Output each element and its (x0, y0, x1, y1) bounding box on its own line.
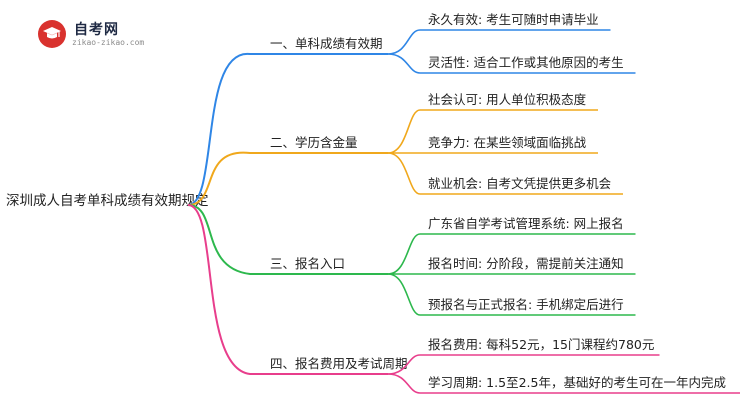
root-node-label: 深圳成人自考单科成绩有效期规定 (6, 193, 209, 209)
logo-url: zikao-zikao.com (72, 38, 145, 47)
leaf-label: 报名时间: 分阶段，需提前关注通知 (428, 256, 624, 271)
leaf-label: 灵活性: 适合工作或其他原因的考生 (428, 55, 624, 70)
branch-label: 二、学历含金量 (270, 135, 358, 150)
graduation-cap-icon (43, 27, 61, 39)
leaf-label: 预报名与正式报名: 手机绑定后进行 (428, 297, 624, 312)
leaf-connector (387, 53, 636, 74)
leaf-connector (387, 29, 611, 55)
leaf-label: 社会认可: 用人单位积极态度 (428, 92, 587, 107)
leaf-label: 学习周期: 1.5至2.5年，基础好的考生可在一年内完成 (428, 375, 726, 390)
branch-connector (187, 52, 388, 206)
leaf-label: 就业机会: 自考文凭提供更多机会 (428, 176, 612, 191)
branch-label: 一、单科成绩有效期 (270, 36, 383, 51)
leaf-connector (387, 273, 636, 316)
leaf-label: 报名费用: 每科52元，15门课程约780元 (428, 337, 654, 352)
branch-connector (187, 204, 388, 375)
leaf-connector (387, 109, 598, 154)
leaf-connector (387, 373, 740, 394)
logo-name: 自考网 (74, 22, 119, 38)
leaf-label: 广东省自学考试管理系统: 网上报名 (428, 216, 624, 231)
leaf-connector (387, 152, 623, 195)
branch-connector (187, 204, 388, 275)
leaf-connector (387, 354, 660, 375)
branch-connector (187, 151, 388, 206)
leaf-connector (387, 233, 636, 275)
leaf-label: 竞争力: 在某些领域面临挑战 (428, 135, 587, 150)
branch-label: 三、报名入口 (270, 256, 345, 271)
leaf-label: 永久有效: 考生可随时申请毕业 (428, 12, 599, 27)
logo-badge (38, 20, 66, 48)
branch-label: 四、报名费用及考试周期 (270, 356, 408, 371)
site-logo[interactable]: 自考网 zikao-zikao.com (38, 16, 158, 50)
